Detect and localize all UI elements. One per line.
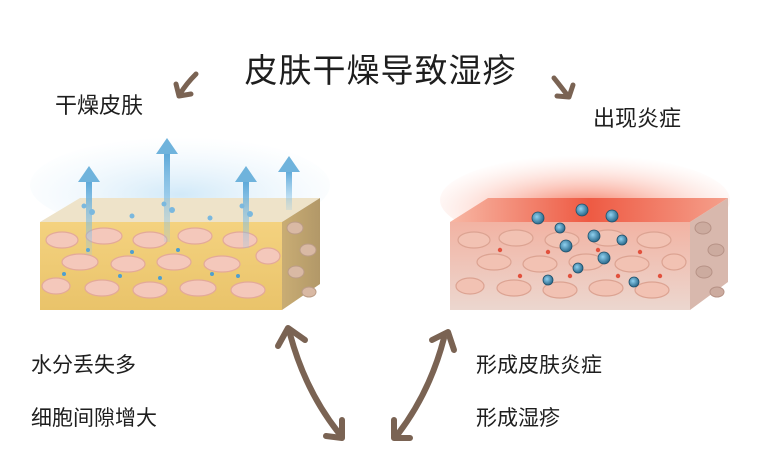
diagram-title: 皮肤干燥导致湿疹 [244,51,517,90]
up-arrow-icon [278,156,300,210]
label-cell-gap: 细胞间隙增大 [31,406,157,430]
curve-arrow-right-icon [551,75,576,100]
label-dry-skin: 干燥皮肤 [55,94,144,119]
cycle-arrow-left-icon [275,325,345,441]
up-arrow-icon [235,166,257,248]
up-arrow-icon [156,138,178,242]
immune-cells [531,203,640,288]
curve-arrow-left-icon [173,71,199,99]
label-water-loss: 水分丢失多 [31,353,136,377]
label-form-eczema: 形成湿疹 [476,406,560,430]
dry-skin-block [30,137,330,310]
inflamed-skin-block [440,155,730,310]
up-arrow-icon [78,166,100,255]
cycle-arrow-right-icon [391,329,457,441]
water-evaporation-arrows [78,138,300,255]
label-form-inflammation: 形成皮肤炎症 [476,353,602,377]
label-inflammation: 出现炎症 [593,107,682,132]
